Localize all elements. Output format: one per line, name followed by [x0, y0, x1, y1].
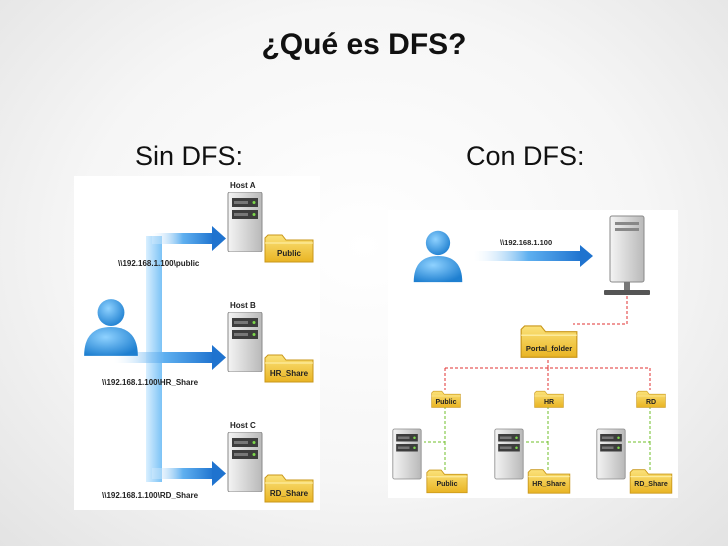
dfs-server-icon [604, 215, 650, 295]
host-a-path: \\192.168.1.100\public [118, 259, 200, 268]
root-folder-label: Portal_folder [526, 344, 572, 353]
arrow-to-host-b [114, 345, 226, 370]
host-b-path: \\192.168.1.100\HR_Share [102, 378, 199, 387]
dfs-path: \\192.168.1.100 [500, 238, 552, 247]
host-c-folder-label: RD_Share [270, 489, 309, 498]
target-hr-label: HR_Share [532, 481, 566, 488]
link-hr-label: HR [544, 399, 554, 406]
user-icon [84, 299, 138, 356]
server-icon [227, 312, 263, 372]
without-dfs-diagram: Host A Public \\192.168.1.100\public Hos… [74, 176, 320, 510]
slide-title: ¿Qué es DFS? [261, 28, 467, 61]
link-rd-label: RD [646, 399, 656, 406]
arrow-to-host-c [152, 461, 226, 486]
host-c-label: Host C [230, 421, 256, 430]
server-icon [392, 428, 422, 480]
root-links-lines [444, 296, 651, 390]
server-icon [227, 432, 263, 492]
host-c-path: \\192.168.1.100\RD_Share [102, 491, 199, 500]
with-dfs-svg: \\192.168.1.100 Portal [392, 215, 673, 494]
target-rd-label: RD_Share [634, 481, 668, 488]
arrow-to-host-a [152, 226, 226, 251]
with-dfs-diagram: \\192.168.1.100 Portal [388, 210, 678, 498]
arrow-to-dfs-server [474, 245, 593, 267]
without-dfs-heading: Sin DFS: [135, 141, 244, 171]
server-icon [596, 428, 626, 480]
host-a-label: Host A [230, 181, 256, 190]
link-public-label: Public [435, 399, 456, 406]
target-public-label: Public [436, 481, 457, 488]
without-dfs-svg: Host A Public \\192.168.1.100\public Hos… [84, 181, 314, 503]
server-icon [494, 428, 524, 480]
with-dfs-heading: Con DFS: [466, 141, 585, 171]
server-icon [227, 192, 263, 252]
host-b-label: Host B [230, 301, 256, 310]
host-b-folder-label: HR_Share [270, 369, 309, 378]
user-icon [413, 230, 463, 283]
host-a-folder-label: Public [277, 249, 302, 258]
target-links-lines [424, 406, 651, 472]
